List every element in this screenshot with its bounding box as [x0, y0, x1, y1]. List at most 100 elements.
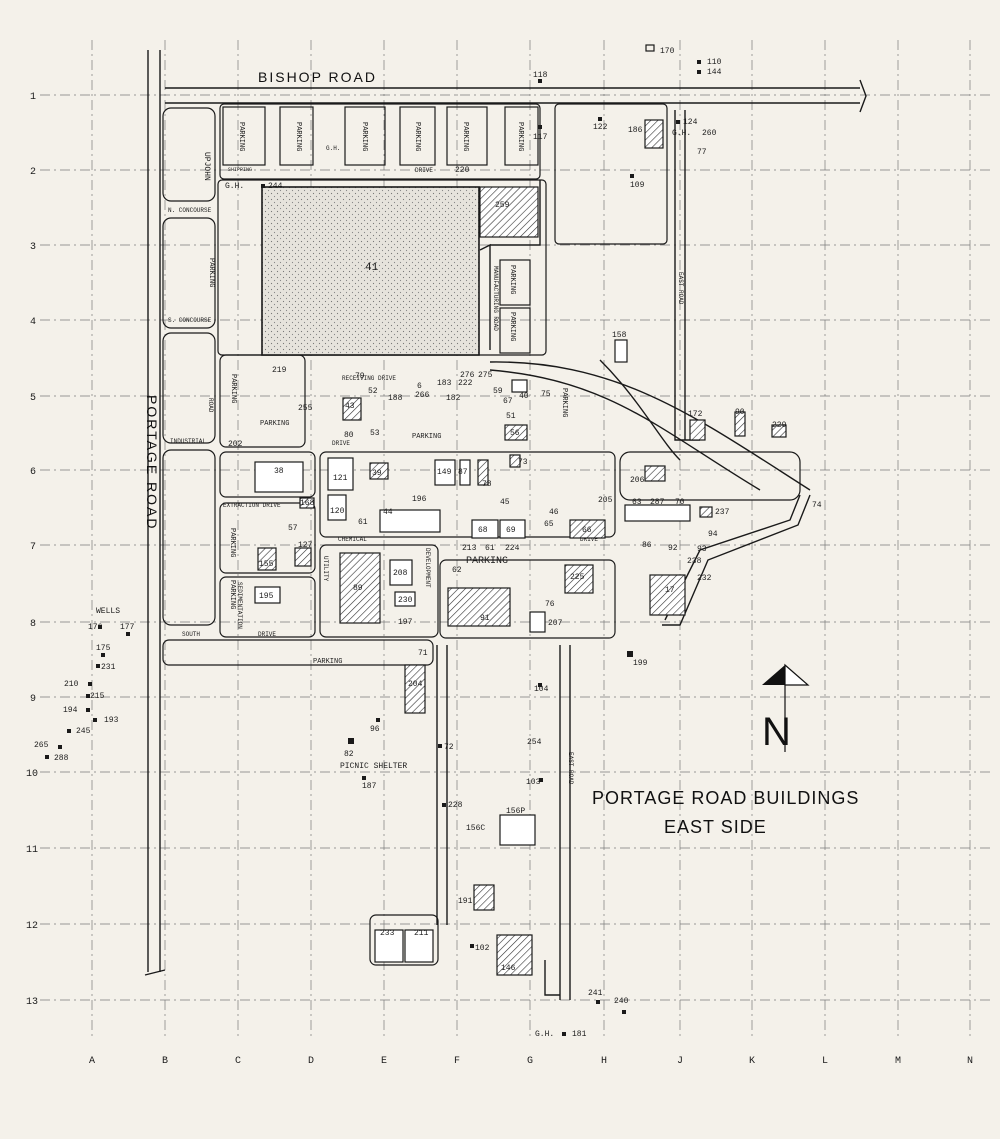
building-label: 254 [527, 738, 542, 747]
col-label: N [967, 1056, 973, 1067]
shipping-label: SHIPPING [228, 167, 252, 173]
col-label: G [527, 1056, 533, 1067]
row-label: 9 [30, 694, 36, 705]
building-label: 276 [460, 371, 475, 380]
parking-label: PARKING [207, 258, 215, 287]
building-204 [404, 664, 426, 714]
row-label: 10 [26, 769, 38, 780]
building-label: 259 [495, 201, 510, 210]
building-label: 176 [88, 623, 103, 632]
building-89 [339, 552, 381, 624]
parking-label: PARKING [466, 556, 508, 567]
row-label: 12 [26, 921, 38, 932]
building-label: 238 [687, 557, 702, 566]
building-label: 241 [588, 989, 603, 998]
building-label: 230 [398, 596, 413, 605]
south-label: SOUTH [182, 631, 200, 638]
building-label: 82 [344, 750, 354, 759]
building-label: 232 [697, 574, 712, 583]
building-label: 102 [475, 944, 490, 953]
roads [144, 50, 867, 1000]
building-259 [479, 186, 539, 238]
markers [45, 44, 701, 1036]
building-label: 67 [503, 397, 513, 406]
building-label: 93 [697, 545, 707, 554]
building-label: 204 [408, 680, 423, 689]
building-label: 186 [628, 126, 643, 135]
building-label: 75 [541, 390, 551, 399]
building-label: 222 [458, 379, 473, 388]
building-label: 183 [437, 379, 452, 388]
col-label: A [89, 1056, 95, 1067]
extraction-label: EXTRACTION DRIVE [223, 502, 281, 509]
building-label: 45 [500, 498, 510, 507]
parking-label: PARKING [508, 265, 516, 294]
building-label: 91 [480, 614, 490, 623]
n-concourse-label: N. CONCOURSE [168, 207, 212, 214]
row-label: 3 [30, 242, 36, 253]
s-concourse-label: S. CONCOURSE [168, 317, 212, 324]
building-label: 202 [228, 440, 243, 449]
building-label: 70 [675, 498, 685, 507]
building-label: 255 [298, 404, 313, 413]
building-label: 245 [76, 727, 91, 736]
building-label: 61 [485, 544, 495, 553]
row-label: 2 [30, 167, 36, 178]
building-label: 260 [702, 129, 717, 138]
building-label: 177 [120, 623, 135, 632]
building-label: 110 [707, 58, 722, 67]
gh-label: G.H. [225, 182, 244, 191]
building-label: 175 [96, 644, 111, 653]
building-label: 156P [506, 807, 525, 816]
row-label: 1 [30, 92, 36, 103]
building-label: 224 [505, 544, 520, 553]
building-label: 90 [735, 408, 745, 417]
gh-label: G.H. [672, 129, 691, 138]
building-label: 74 [812, 501, 822, 510]
building-91 [447, 587, 511, 627]
map-title-line1: PORTAGE ROAD BUILDINGS [592, 788, 859, 808]
building-label: 86 [642, 541, 652, 550]
col-label: D [308, 1056, 314, 1067]
building-label: 53 [370, 429, 380, 438]
chemical-label: CHEMICAL [338, 536, 367, 543]
col-label: H [601, 1056, 607, 1067]
building-label: 117 [533, 133, 548, 142]
building-label: 59 [493, 387, 503, 396]
building-label: 96 [370, 725, 380, 734]
building-label: 73 [518, 458, 528, 467]
col-label: E [381, 1056, 387, 1067]
building-label: 288 [54, 754, 69, 763]
building-label: 170 [660, 47, 675, 56]
parking-label: PARKING [461, 122, 469, 151]
building-label: 38 [274, 467, 284, 476]
road-label: ROAD [207, 398, 214, 413]
building-label: 219 [272, 366, 287, 375]
building-label: 237 [715, 508, 730, 517]
building-label: 69 [506, 526, 516, 535]
row-label: 5 [30, 393, 36, 404]
building-label: 194 [63, 706, 78, 715]
drive-label: DRIVE [258, 631, 276, 638]
col-label: K [749, 1056, 755, 1067]
gh-label: G.H. [326, 145, 340, 152]
building-label: 118 [533, 71, 548, 80]
wells-label: WELLS [96, 607, 120, 616]
building-label: 213 [462, 544, 477, 553]
building-label: 220 [455, 166, 470, 175]
map-title-line2: EAST SIDE [664, 817, 767, 837]
parking-label: PARKING [260, 420, 289, 428]
row-labels: 1 2 3 4 5 6 7 8 9 10 11 12 13 [26, 92, 38, 1008]
parking-label: PARKING [413, 122, 421, 151]
building-label: 182 [446, 394, 461, 403]
development-label: DEVELOPMENT [424, 548, 431, 588]
drive-label: DRIVE [332, 440, 350, 447]
building-label: 215 [90, 692, 105, 701]
east-road-label: EAST ROAD [677, 272, 684, 305]
building-label: 168 [300, 499, 315, 508]
col-label: J [677, 1056, 683, 1067]
parking-label: PARKING [360, 122, 368, 151]
building-label: 71 [418, 649, 428, 658]
building-label: 199 [633, 659, 648, 668]
building-label: 41 [365, 262, 379, 274]
